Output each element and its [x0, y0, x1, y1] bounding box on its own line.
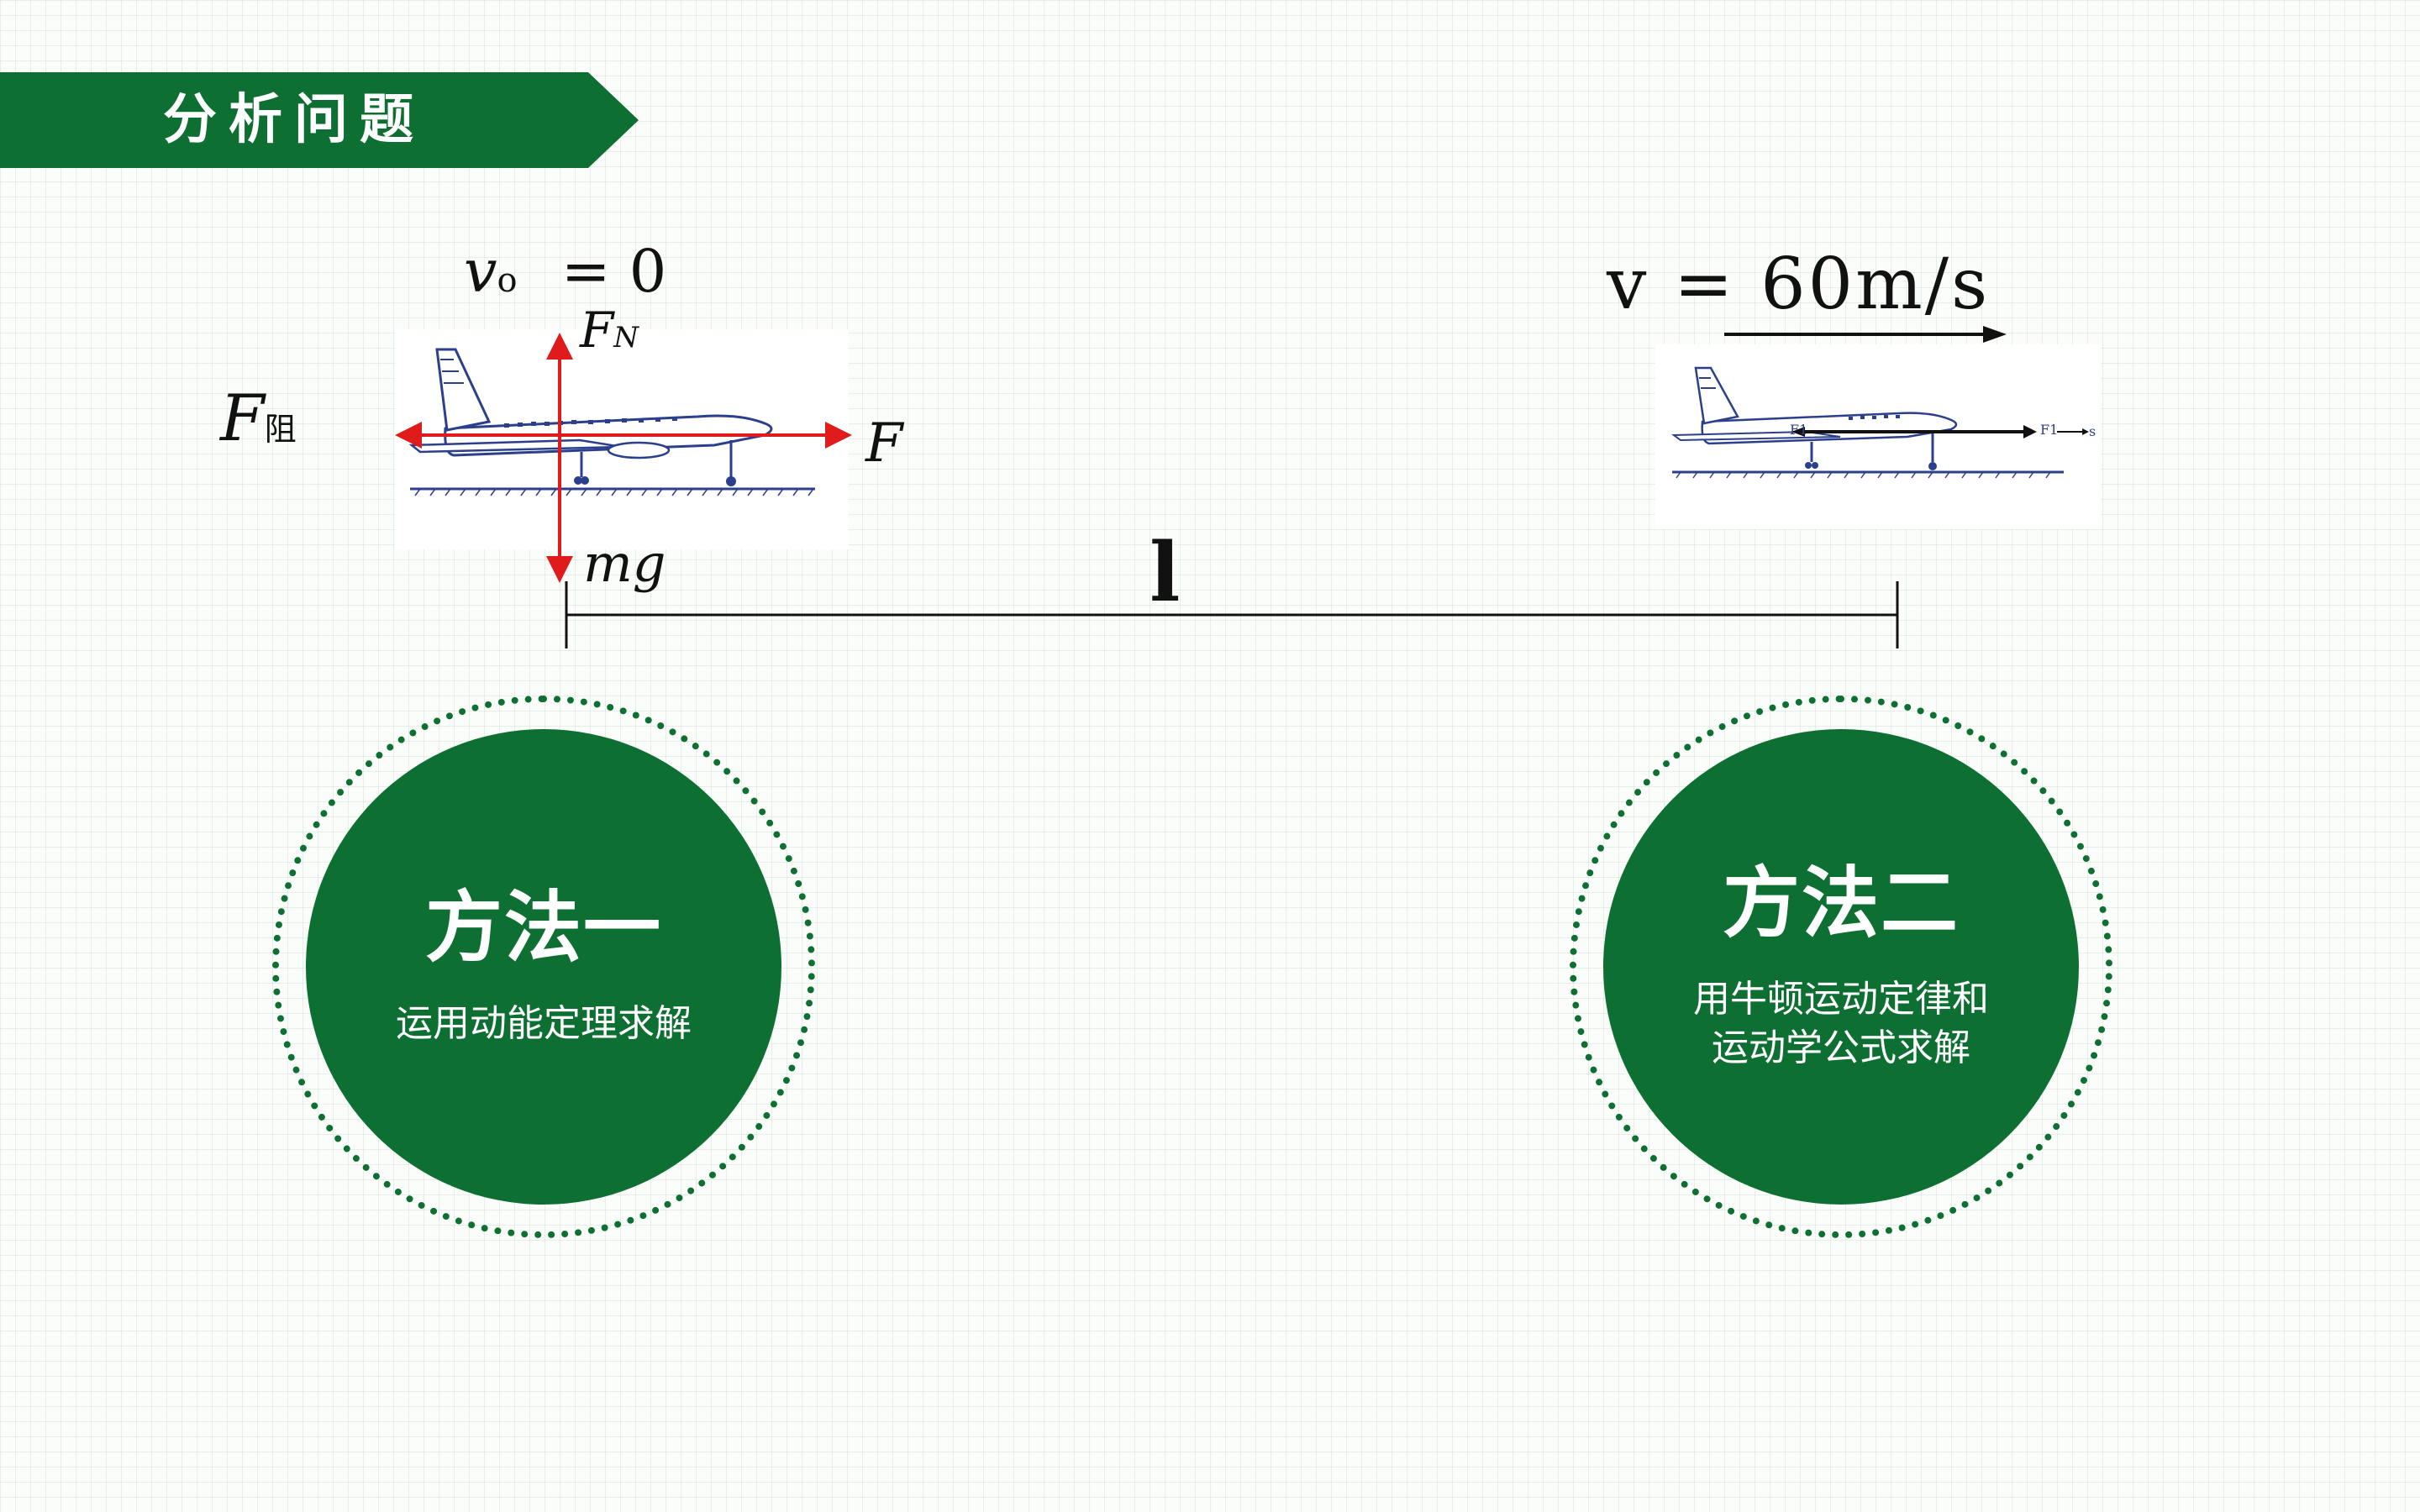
initial-velocity-label: vo = 0 — [464, 237, 667, 306]
distance-label: l — [1150, 525, 1181, 620]
thrust-force-label: F — [865, 412, 903, 475]
plane-end-illustration — [1671, 366, 2089, 479]
method-two-ring — [1570, 696, 2112, 1238]
velocity-direction-arrow — [1724, 326, 2007, 343]
method-one-button[interactable]: 方法一 运用动能定理求解 — [306, 729, 781, 1205]
final-velocity-label: v = 60m/s — [1607, 243, 1991, 325]
small-s-label: s — [2089, 423, 2096, 439]
small-force-label-right: F1 — [2040, 422, 2059, 438]
section-banner — [0, 72, 639, 168]
resistance-force-label: F阻 — [220, 381, 297, 455]
method-two-title: 方法二 — [1722, 858, 1960, 949]
gravity-label: mg — [583, 533, 666, 594]
method-two-button[interactable]: 方法二 用牛顿运动定律和 运动学公式求解 — [1603, 729, 2079, 1205]
force-vectors — [395, 333, 852, 583]
plane-start-illustration — [408, 348, 815, 496]
method-two-description: 用牛顿运动定律和 运动学公式求解 — [1693, 977, 1989, 1069]
small-force-label-left: F1 — [1790, 422, 1808, 438]
normal-force-label: FN — [580, 302, 639, 359]
method-one-title: 方法一 — [424, 883, 662, 974]
method-one-ring — [272, 696, 815, 1238]
section-title: 分析问题 — [163, 89, 425, 151]
distance-bracket — [565, 581, 1899, 648]
method-one-description: 运用动能定理求解 — [396, 1001, 692, 1045]
